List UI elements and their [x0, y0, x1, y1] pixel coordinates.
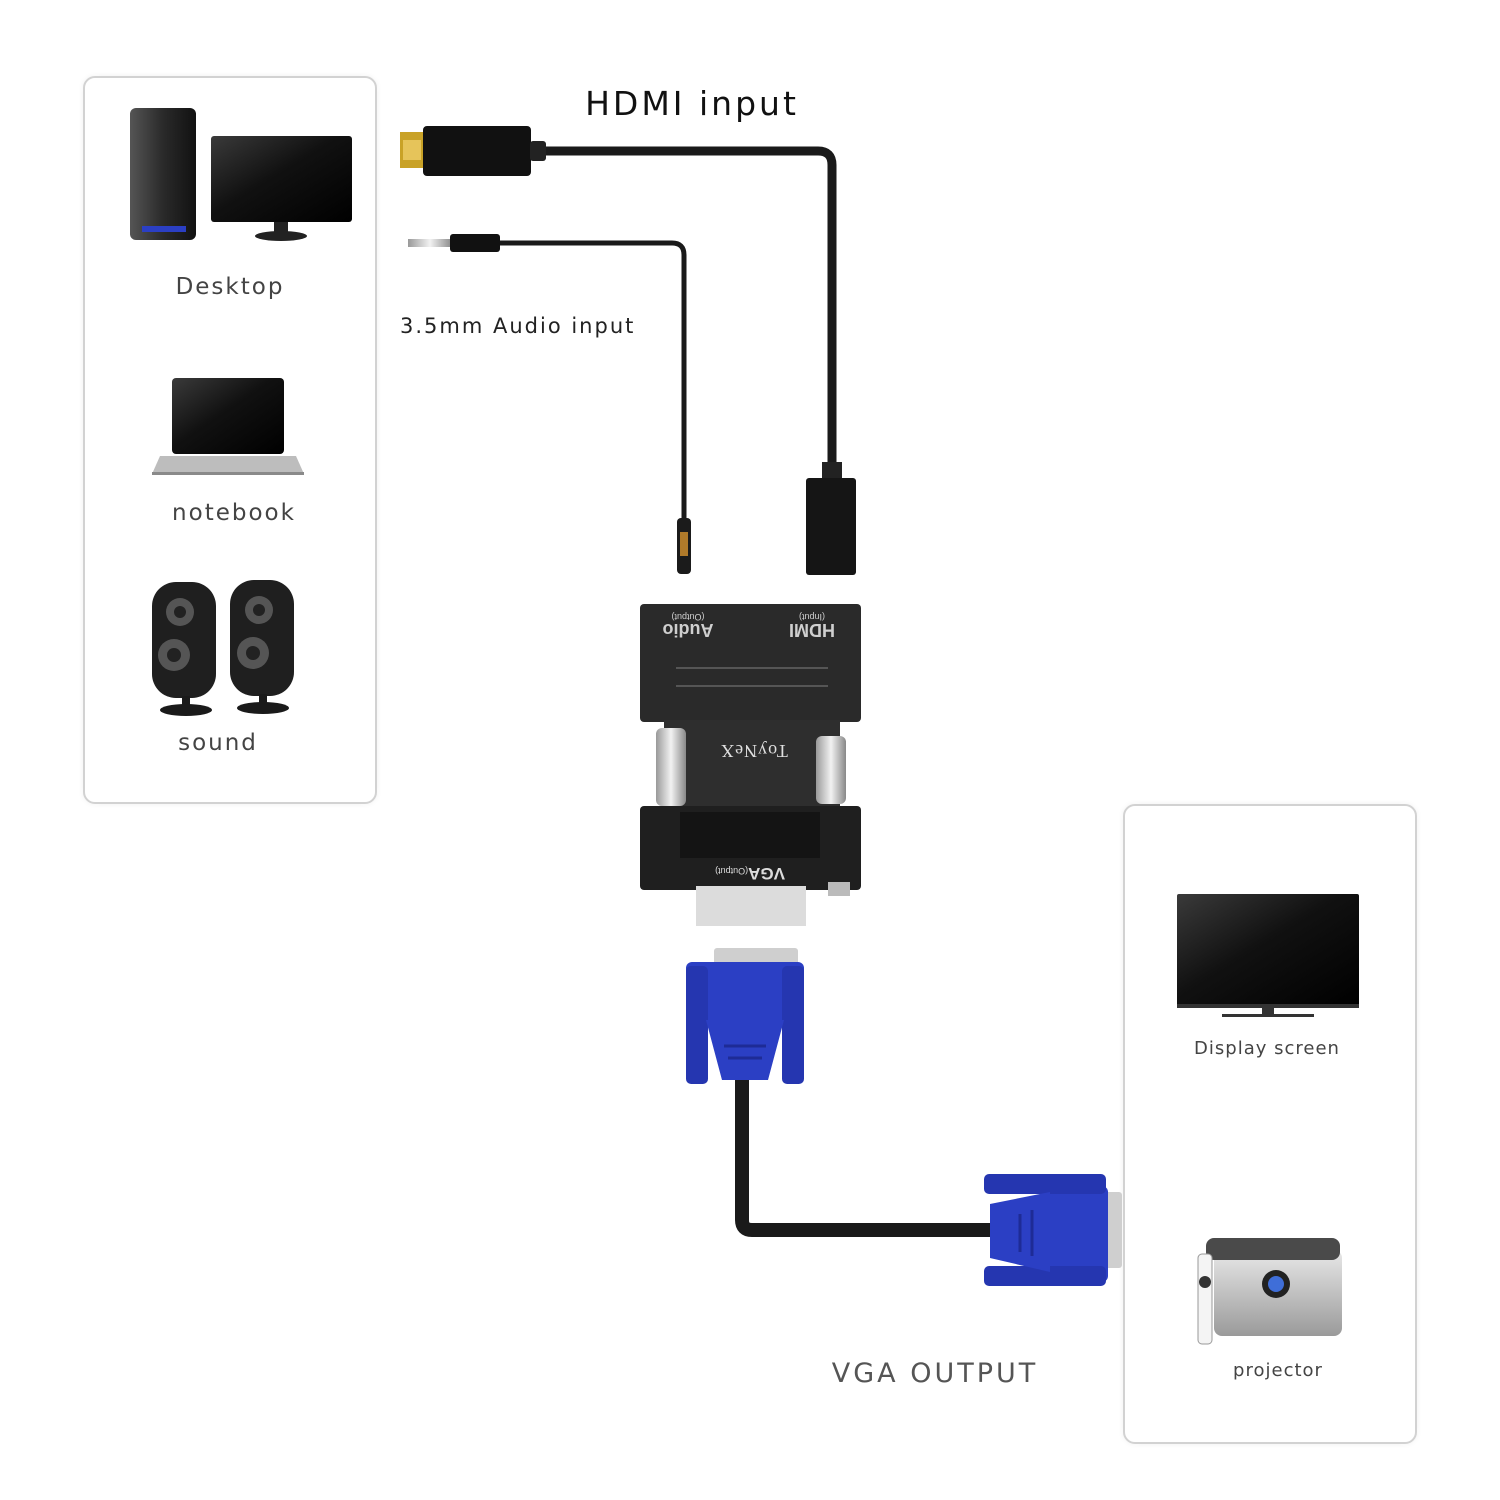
audio-input-label: 3.5mm Audio input: [400, 314, 636, 338]
notebook-icon: [152, 378, 304, 475]
adapter-hdmi-port-label: HDMI (Input): [780, 612, 844, 640]
notebook-label: notebook: [172, 500, 296, 526]
adapter-audio-port-label: Audio (Output): [656, 612, 720, 640]
desktop-icon: [130, 108, 352, 241]
hdmi-cable: [400, 126, 856, 575]
adapter-vga-text: VGA: [748, 864, 785, 883]
adapter-audio-text: Audio: [662, 620, 714, 640]
hdmi-vga-adapter: [640, 604, 861, 926]
desktop-label: Desktop: [175, 274, 285, 300]
projector-icon: [1197, 1238, 1342, 1345]
speaker-icon: [152, 580, 294, 716]
adapter-hdmi-text: HDMI: [789, 620, 835, 640]
adapter-vga-port-label: VGA(Output): [700, 864, 800, 883]
vga-output-label: VGA OUTPUT: [831, 1358, 1039, 1389]
audio-cable: [408, 234, 691, 574]
vga-cable: [686, 948, 1122, 1286]
adapter-vga-subtext: (Output): [715, 866, 749, 876]
projector-label: projector: [1233, 1360, 1323, 1381]
display-screen-icon: [1177, 894, 1359, 1017]
sound-label: sound: [178, 730, 258, 756]
hdmi-input-label: HDMI input: [585, 84, 799, 123]
adapter-brand: ToyNeX: [720, 741, 788, 761]
display-screen-label: Display screen: [1194, 1038, 1340, 1059]
